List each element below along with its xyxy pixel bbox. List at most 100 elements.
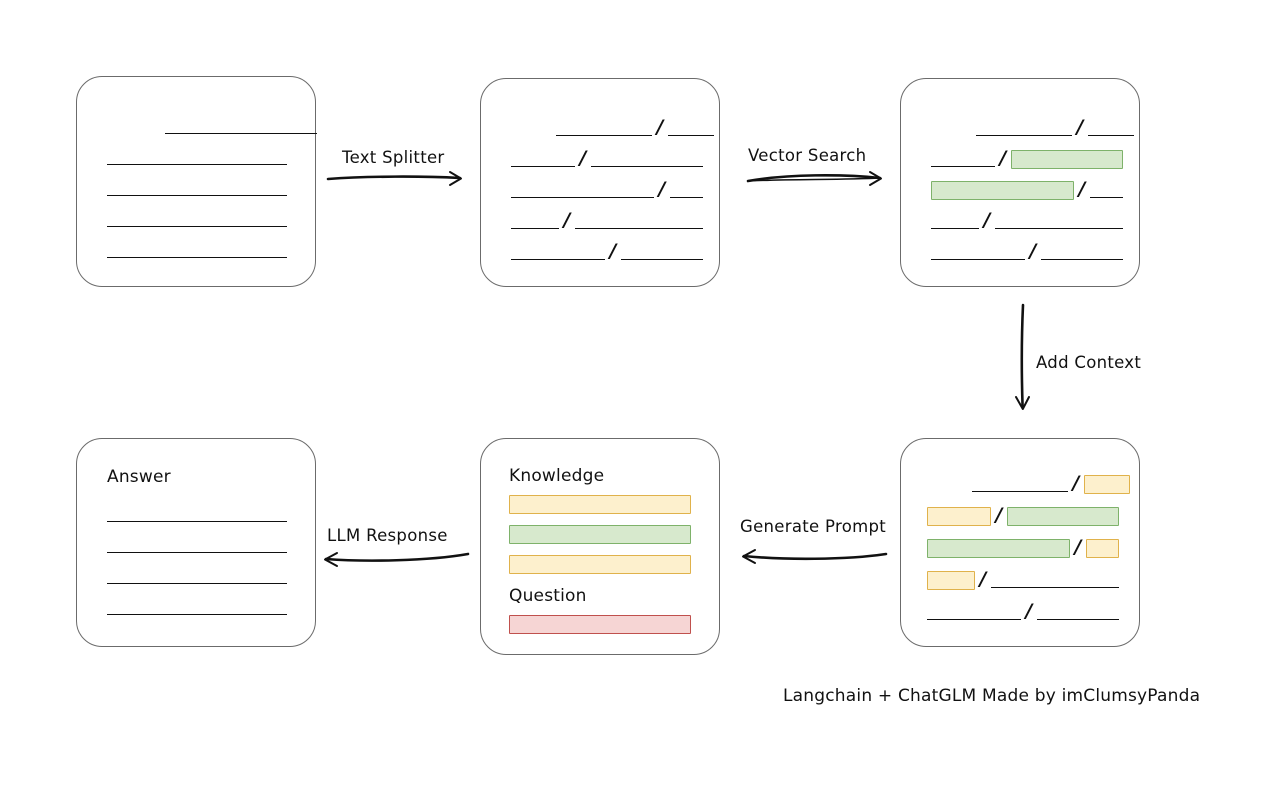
highlight-chip-yellow <box>927 570 975 590</box>
diagram-caption: Langchain + ChatGLM Made by imClumsyPand… <box>783 686 1201 706</box>
text-line-segment <box>107 596 287 618</box>
chunk-separator-slash: / <box>579 147 587 169</box>
text-line-segment <box>165 115 317 137</box>
text-line-segment <box>575 210 703 232</box>
answer-label: Answer <box>107 467 171 487</box>
text-line-segment <box>107 208 287 230</box>
text-row: / <box>931 147 1123 170</box>
text-line-segment <box>931 148 995 170</box>
text-line-segment <box>511 179 654 201</box>
arrow-llm-response <box>324 552 470 567</box>
text-row: / <box>927 568 1119 591</box>
text-row: / <box>931 116 1134 139</box>
text-line-segment <box>1088 117 1134 139</box>
node-source-document[interactable] <box>76 76 317 287</box>
node-vector-matched-chunks[interactable]: / / / / / <box>900 78 1140 287</box>
arrow-label-add-context: Add Context <box>1036 353 1142 372</box>
text-row: / <box>927 600 1119 623</box>
text-line-segment <box>511 148 575 170</box>
text-line-segment <box>107 503 287 525</box>
text-line-segment <box>591 148 703 170</box>
chunk-separator-slash: / <box>1078 178 1086 200</box>
chunk-separator-slash: / <box>983 209 991 231</box>
node-split-chunks[interactable]: / / / / / <box>480 78 720 287</box>
text-line-segment <box>511 210 559 232</box>
split-chunks-lines: / / / / / <box>481 79 719 286</box>
highlight-chip-green <box>1007 506 1119 526</box>
highlight-chip-red <box>509 614 691 634</box>
text-line-segment <box>107 177 287 199</box>
prompt-bar-row <box>509 613 691 635</box>
arrow-generate-prompt <box>742 549 888 564</box>
chunk-separator-slash: / <box>995 504 1003 526</box>
chunk-separator-slash: / <box>563 209 571 231</box>
text-line-segment <box>1041 241 1123 263</box>
prompt-bar-row <box>509 553 691 575</box>
text-row: / <box>931 209 1123 232</box>
chunk-separator-slash: / <box>1029 240 1037 262</box>
arrow-label-llm-response: LLM Response <box>327 526 448 545</box>
chunk-separator-slash: / <box>999 147 1007 169</box>
chunk-separator-slash: / <box>979 568 987 590</box>
text-row: / <box>511 209 703 232</box>
prompt-knowledge-bars <box>481 439 719 654</box>
chunk-separator-slash: / <box>1074 536 1082 558</box>
text-row <box>107 177 287 199</box>
highlight-chip-green <box>931 180 1074 200</box>
text-row: / <box>927 472 1130 495</box>
chunk-separator-slash: / <box>1076 116 1084 138</box>
chunk-separator-slash: / <box>656 116 664 138</box>
text-line-segment <box>1037 601 1119 623</box>
text-line-segment <box>931 210 979 232</box>
highlight-chip-yellow <box>509 554 691 574</box>
arrow-add-context <box>1015 303 1030 410</box>
highlight-chip-yellow <box>1086 538 1119 558</box>
text-line-segment <box>107 239 287 261</box>
text-row <box>107 596 287 618</box>
text-row <box>107 565 287 587</box>
text-row: / <box>931 178 1123 201</box>
text-line-segment <box>107 565 287 587</box>
line-indent <box>511 117 556 139</box>
text-row <box>107 534 287 556</box>
text-row: / <box>927 536 1119 559</box>
node-prompt[interactable]: Knowledge Question <box>480 438 720 655</box>
vector-matched-chunks-lines: / / / / / <box>901 79 1139 286</box>
text-line-segment <box>976 117 1072 139</box>
text-row: / <box>927 504 1119 527</box>
text-row: / <box>511 116 714 139</box>
arrow-text-splitter <box>326 171 462 186</box>
text-row <box>107 115 317 137</box>
arrow-label-vector-search: Vector Search <box>748 146 867 165</box>
arrow-label-generate-prompt: Generate Prompt <box>740 517 886 536</box>
text-row: / <box>511 240 703 263</box>
highlight-chip-yellow <box>509 494 691 514</box>
text-line-segment <box>107 146 287 168</box>
highlight-chip-green <box>927 538 1070 558</box>
line-indent <box>931 117 976 139</box>
node-context-chunks[interactable]: / / / / / <box>900 438 1140 647</box>
text-line-segment <box>107 534 287 556</box>
text-row: / <box>511 147 703 170</box>
source-document-lines <box>77 77 317 286</box>
text-line-segment <box>621 241 703 263</box>
chunk-separator-slash: / <box>609 240 617 262</box>
text-line-segment <box>972 473 1068 495</box>
text-row: / <box>511 178 703 201</box>
text-line-segment <box>995 210 1123 232</box>
text-row <box>107 239 287 261</box>
answer-lines <box>77 439 315 646</box>
arrow-vector-search <box>746 171 882 186</box>
text-line-segment <box>931 241 1025 263</box>
text-row <box>107 208 287 230</box>
highlight-chip-green <box>1011 149 1123 169</box>
chunk-separator-slash: / <box>658 178 666 200</box>
text-row <box>107 503 287 525</box>
line-indent <box>927 473 972 495</box>
highlight-chip-green <box>509 524 691 544</box>
highlight-chip-yellow <box>1084 474 1130 494</box>
context-chunks-lines: / / / / / <box>901 439 1139 646</box>
arrow-label-text-splitter: Text Splitter <box>342 148 445 167</box>
node-answer[interactable]: Answer <box>76 438 316 647</box>
